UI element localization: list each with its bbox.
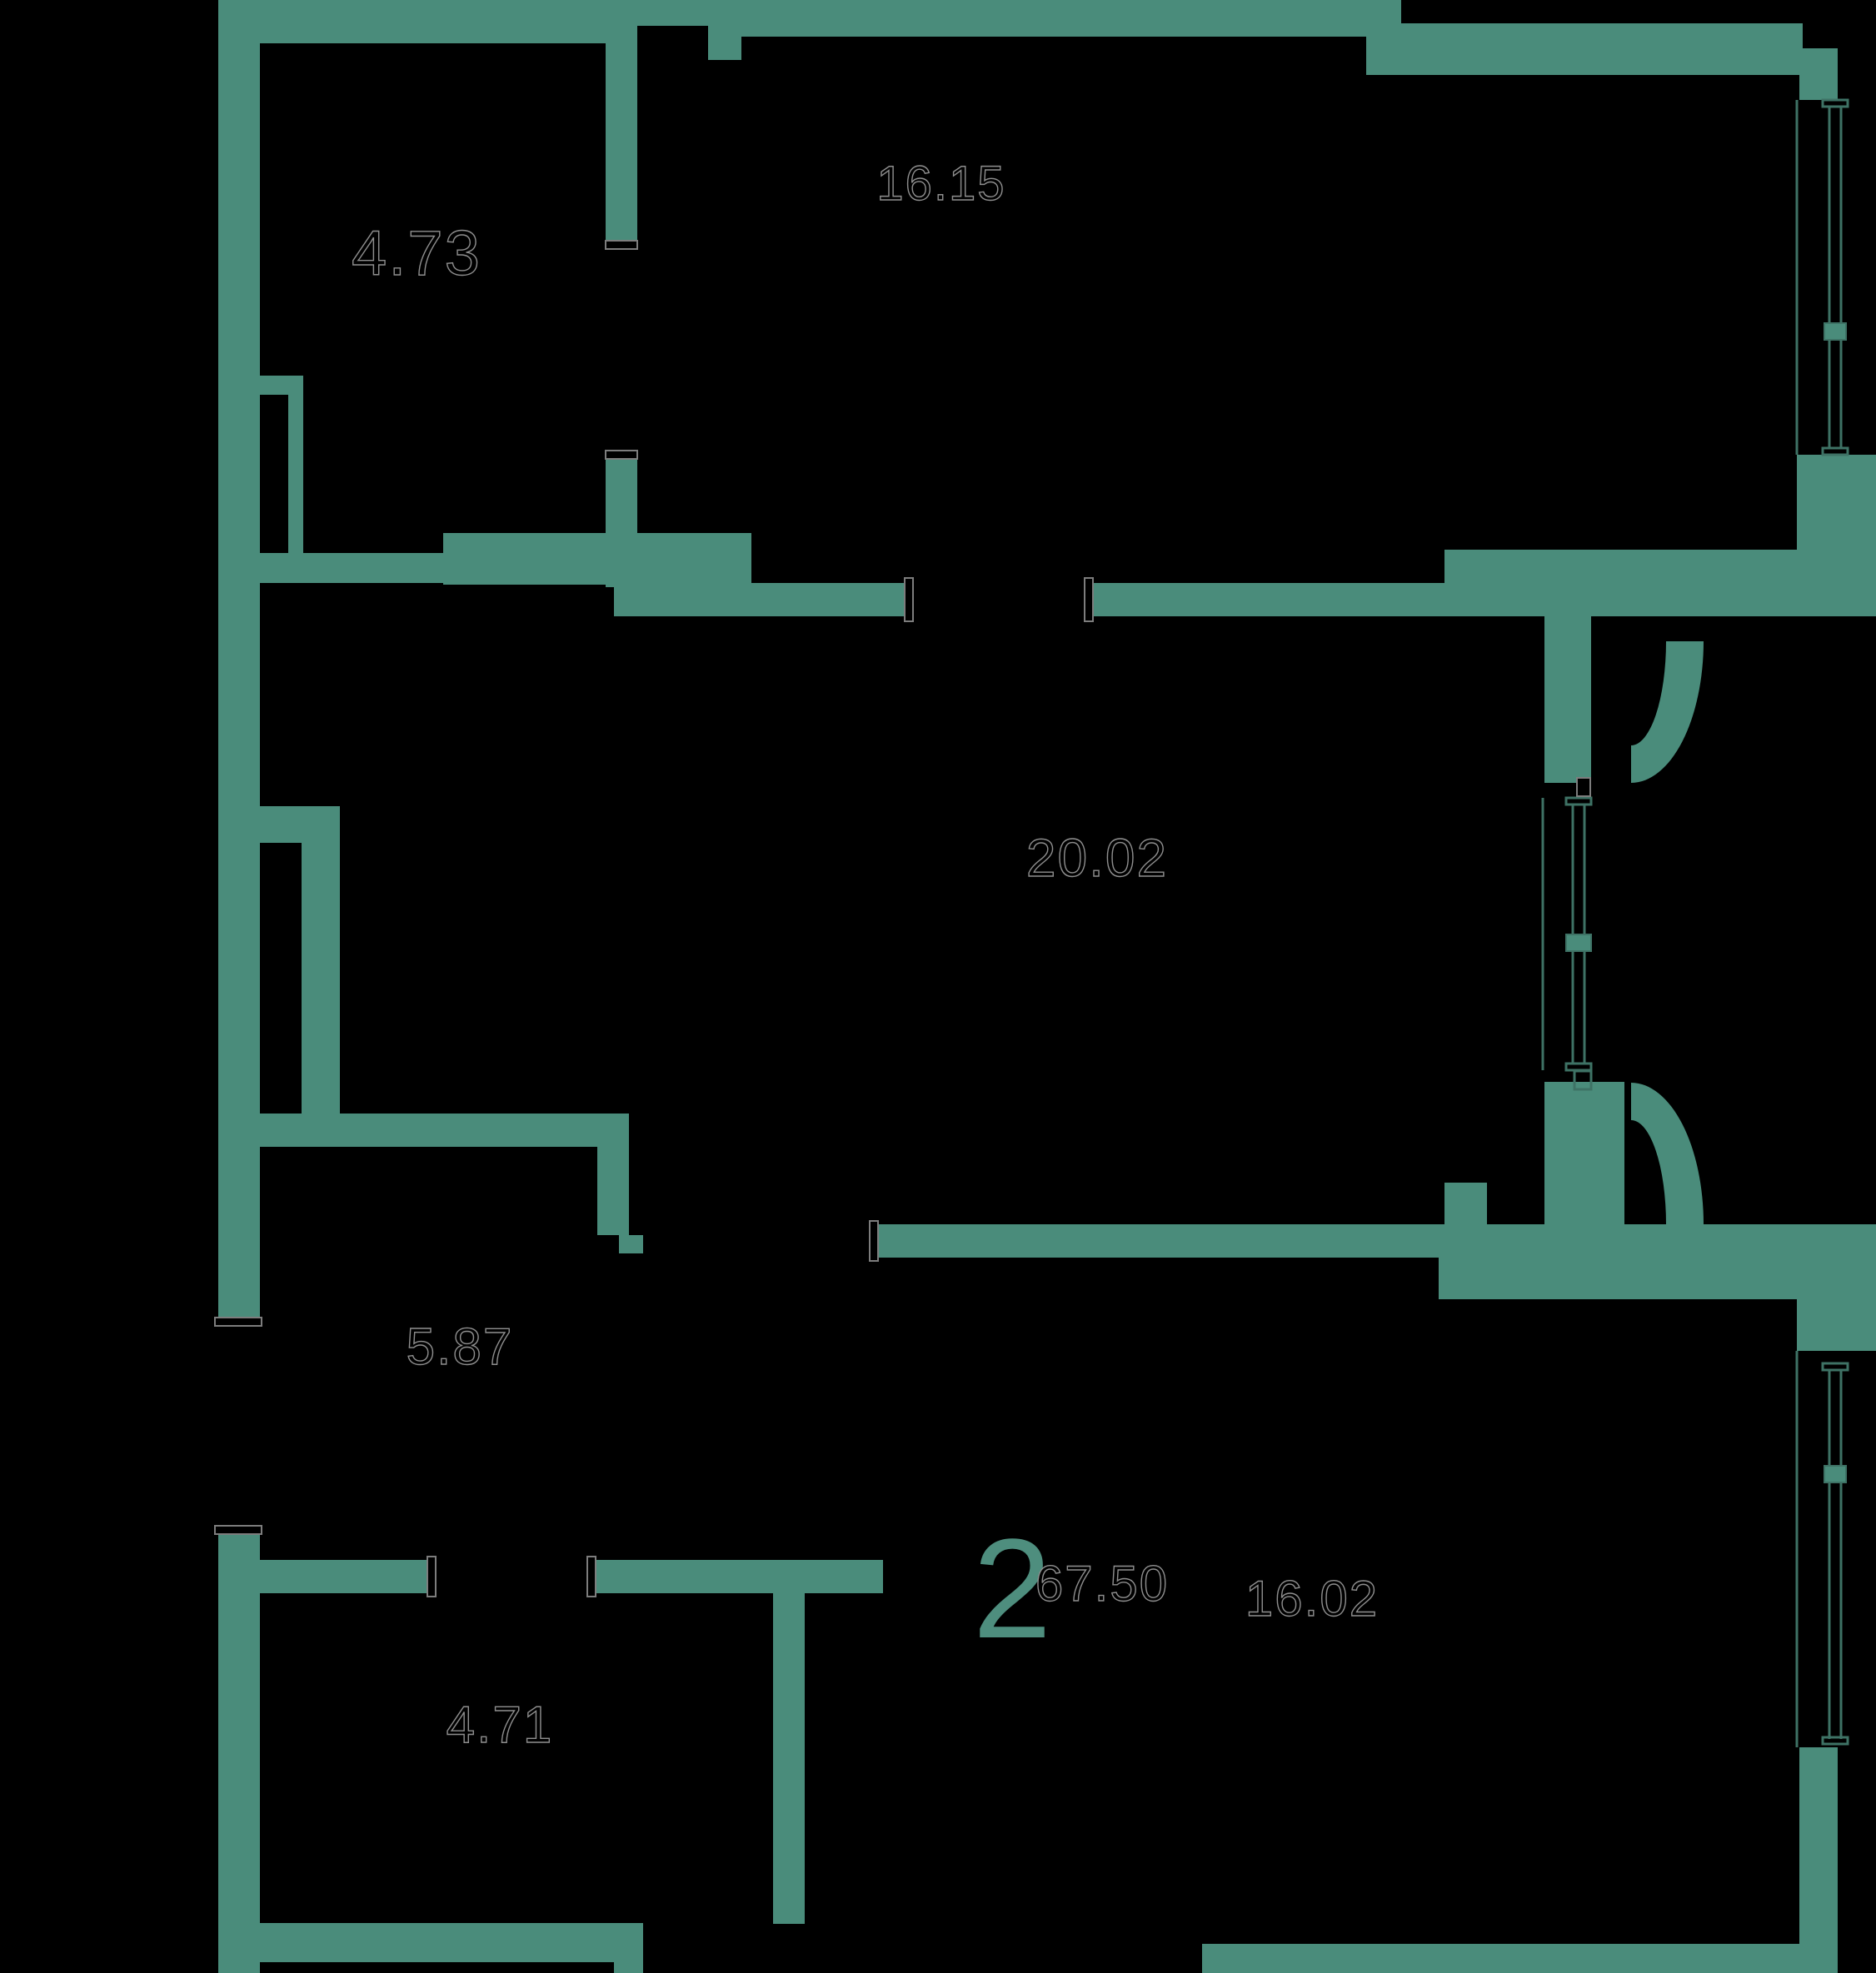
window1-cap-top	[1821, 98, 1849, 108]
walls	[218, 0, 1876, 1973]
door-jamb-balcony-top	[1576, 777, 1591, 797]
wall-bottom-left-step	[614, 1962, 643, 1973]
balcony-glazing-lower-block	[1573, 1069, 1593, 1091]
door-jamb-entry-top	[214, 1317, 262, 1327]
room-area-label-5-87: 5.87	[407, 1318, 514, 1376]
wall-corridor-vertical	[597, 1114, 629, 1235]
door-jamb-living-bottom	[869, 1220, 879, 1262]
wall-right-below-window2	[1799, 1747, 1838, 1973]
window-balcony-glazing	[1541, 796, 1593, 1091]
wall-top-right	[1375, 23, 1803, 75]
balcony-glazing-cap-bottom	[1564, 1062, 1593, 1072]
wall-left-upper	[218, 0, 260, 1324]
wall-top-middle	[741, 0, 1375, 37]
wall-balcony-bottom-band	[1439, 1224, 1805, 1299]
wall-room1-bottom-thick	[443, 533, 751, 585]
unit-total-area: 67.50	[1035, 1556, 1169, 1612]
wall-balcony-top-band	[1444, 550, 1799, 616]
wall-bottom-left	[260, 1923, 643, 1962]
labels: 4.73 16.15 20.02 5.87 4.71 16.02 2 67.50	[351, 156, 1379, 1754]
window-top-right	[1795, 98, 1849, 456]
door-jamb-divider-top	[605, 240, 638, 250]
window1-cap-bottom	[1821, 446, 1849, 456]
balcony-glazing-cap-top	[1564, 796, 1593, 806]
wall-hall-top	[260, 1114, 619, 1147]
wall-bottom-right	[1202, 1944, 1837, 1973]
wall-divider-top-upper	[606, 26, 637, 246]
room-area-label-16-02: 16.02	[1245, 1571, 1379, 1627]
windows	[1541, 98, 1849, 1747]
wall-kitchen-living-right	[1091, 583, 1444, 616]
balcony-fillet-top	[1631, 641, 1704, 783]
balcony-glazing-mid-post	[1565, 934, 1592, 952]
wall-right-balcony-top-block	[1797, 455, 1876, 616]
door-jambs	[214, 240, 1591, 1597]
wall-top-thin-section	[615, 0, 708, 26]
wall-top-shaft-block	[708, 0, 741, 60]
room-area-label-16-15: 16.15	[876, 157, 1005, 211]
room-area-label-20-02: 20.02	[1026, 828, 1168, 888]
window1-mid-post	[1824, 322, 1847, 341]
window2-cap-top	[1821, 1362, 1849, 1372]
wall-bath-top-left	[260, 1560, 432, 1593]
wall-kitchen-living-left	[614, 583, 910, 616]
door-jamb-entry-bottom	[214, 1525, 262, 1535]
door-jamb-bath-right	[586, 1556, 596, 1597]
window2-mid-post	[1824, 1465, 1847, 1483]
wall-room1-bottom	[260, 553, 443, 583]
door-jamb-divider-bottom	[605, 450, 638, 460]
wall-living-bottom	[875, 1224, 1441, 1258]
wall-closet-stub	[260, 376, 303, 395]
wall-left-lower	[218, 1532, 260, 1973]
door-jamb-living-right	[1084, 577, 1094, 622]
room-area-label-4-73: 4.73	[352, 218, 481, 289]
wall-shaft-connector	[260, 806, 340, 843]
wall-balcony-bottom-stub	[1444, 1183, 1487, 1224]
wall-shaft-inner	[302, 843, 340, 1147]
wall-balcony-door-column-top	[1544, 616, 1591, 783]
wall-top-left	[218, 0, 615, 43]
wall-bedroom-left	[773, 1593, 805, 1924]
door-jamb-bath-left	[427, 1556, 437, 1597]
wall-bath-top-right	[591, 1560, 883, 1593]
wall-right-above-window1	[1799, 48, 1838, 100]
window-bottom-right	[1795, 1351, 1849, 1747]
wall-balcony-door-column-bottom	[1544, 1082, 1624, 1224]
wall-closet-thin	[288, 395, 303, 553]
wall-corridor-stub	[619, 1235, 643, 1253]
wall-right-balcony-bottom-block	[1797, 1224, 1876, 1351]
unit-rooms-count: 2	[973, 1510, 1052, 1668]
window2-cap-bottom	[1821, 1736, 1849, 1746]
balcony-fillet-bottom	[1631, 1083, 1704, 1224]
door-jamb-living-left	[904, 577, 914, 622]
room-area-label-4-71: 4.71	[447, 1696, 554, 1754]
